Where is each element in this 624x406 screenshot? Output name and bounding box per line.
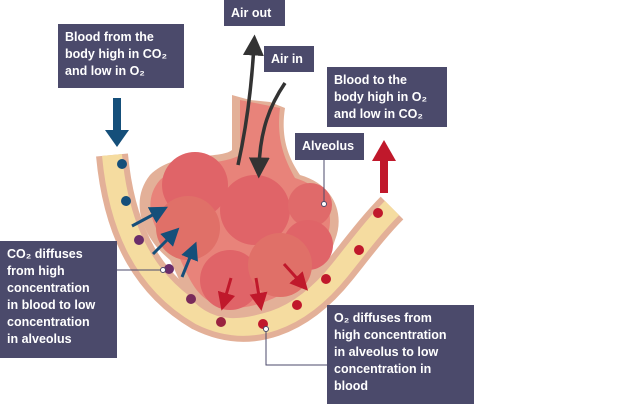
o2-diffusion-arrows xyxy=(217,262,309,311)
air-in-arrow xyxy=(248,82,287,179)
co2-diffusion-arrows xyxy=(131,206,198,278)
alveolus-label: Alveolus xyxy=(295,133,364,160)
o2-diffuses-label: O₂ diffuses from high concentration in a… xyxy=(327,305,474,404)
co2-diffuses-label: CO₂ diffuses from high concentration in … xyxy=(0,241,117,358)
blood-to-body-label: Blood to the body high in O₂ and low in … xyxy=(327,67,447,127)
air-out-arrow xyxy=(236,34,264,166)
air-in-label: Air in xyxy=(264,46,314,72)
blood-from-body-label: Blood from the body high in CO₂ and low … xyxy=(58,24,184,88)
air-out-label: Air out xyxy=(224,0,285,26)
leader-lines xyxy=(117,160,327,366)
blood-out-arrow xyxy=(372,140,396,193)
blood-in-arrow xyxy=(105,98,129,147)
